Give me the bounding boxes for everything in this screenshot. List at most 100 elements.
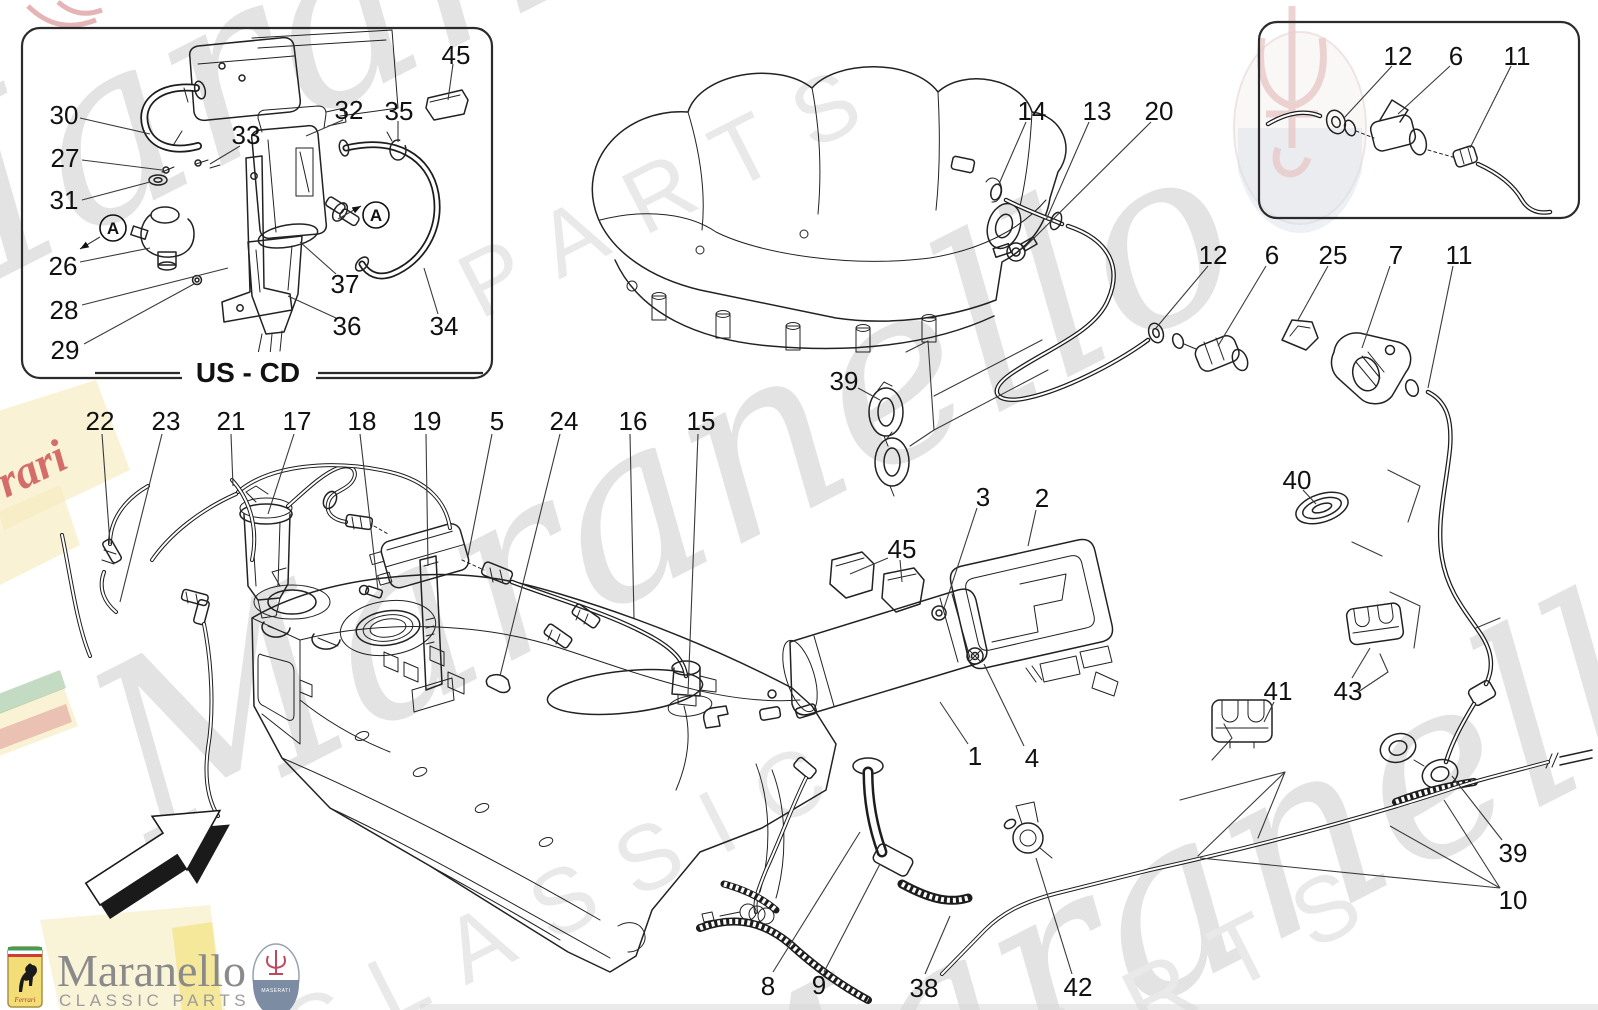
pipe-clips — [1211, 602, 1405, 749]
detail-marker-label: A — [370, 206, 382, 225]
callout-leader-14 — [998, 121, 1027, 185]
callout-leader-26 — [79, 247, 151, 263]
callout-leader-31 — [81, 181, 151, 201]
callout-28: 28 — [50, 295, 79, 325]
callout-leader-37 — [299, 241, 337, 275]
maserati-logo: MASERATI — [252, 943, 300, 1010]
callout-35: 35 — [385, 96, 414, 126]
callout-40: 40 — [1283, 465, 1312, 495]
callout-17: 17 — [283, 406, 312, 436]
callout-43: 43 — [1334, 676, 1363, 706]
detail-marker-label: A — [107, 219, 119, 238]
callout-24: 24 — [550, 406, 579, 436]
maserati-watermark — [1233, 6, 1367, 234]
callout-leader-11 — [1427, 265, 1454, 389]
callout-30: 30 — [50, 100, 79, 130]
callout-14: 14 — [1018, 96, 1047, 126]
callout-leader-12 — [1155, 265, 1209, 329]
callout-7: 7 — [1389, 240, 1403, 270]
callout-leader-40 — [1302, 489, 1317, 505]
callout-leader-25 — [1297, 265, 1329, 321]
brand-name: Maranello — [57, 945, 246, 996]
detail-marker-arrow — [79, 236, 101, 250]
grommet-39-center — [868, 339, 1049, 497]
callout-leader-28 — [81, 267, 229, 306]
callout-leader-10 — [1443, 799, 1501, 889]
callout-leader-13 — [1045, 121, 1090, 221]
callout-leader-7 — [1361, 265, 1391, 349]
callout-10: 10 — [1499, 885, 1528, 915]
callout-leader-38 — [924, 915, 951, 975]
us-cd-canister-assembly — [130, 29, 469, 356]
callout-21: 21 — [217, 406, 246, 436]
canister-assembly — [702, 538, 1119, 729]
callout-26: 26 — [49, 251, 78, 281]
callout-27: 27 — [51, 143, 80, 173]
clamp-42 — [1003, 801, 1053, 859]
callout-9: 9 — [812, 970, 826, 1000]
callout-15: 15 — [687, 406, 716, 436]
direction-arrow — [84, 809, 230, 919]
ferrari-shield-watermark: rari — [0, 380, 225, 1010]
callout-23: 23 — [152, 406, 181, 436]
callout-22: 22 — [86, 406, 115, 436]
callout-4: 4 — [1025, 743, 1039, 773]
barbed-fitting — [101, 538, 122, 565]
left-breather-hoses — [60, 478, 257, 818]
callout-leader-2 — [1027, 509, 1037, 547]
callout-leader-34 — [423, 267, 439, 315]
ferrari-label: Ferrari — [14, 996, 36, 1004]
callout-leader-27 — [81, 159, 163, 171]
clip-41 — [1211, 699, 1273, 749]
inset-box — [1257, 20, 1581, 220]
detail-marker-circle — [362, 201, 390, 229]
callout-leader-21 — [230, 433, 234, 487]
screw-18 — [358, 584, 384, 599]
valve-detail-assembly — [1265, 99, 1553, 215]
bottom-edge-strip — [420, 1004, 1598, 1010]
callout-leader-6 — [1397, 65, 1451, 115]
callout-13: 13 — [1083, 96, 1112, 126]
callout-leader-42 — [1035, 857, 1073, 975]
valve-box-5 — [369, 522, 470, 589]
callout-leader-9 — [823, 863, 881, 973]
callout-34: 34 — [430, 311, 459, 341]
callout-6: 6 — [1449, 41, 1463, 71]
callout-5: 5 — [490, 406, 504, 436]
callout-29: 29 — [51, 335, 80, 365]
grommet-39-right — [1379, 732, 1459, 790]
callout-leader-20 — [1023, 121, 1152, 249]
callout-leader-15 — [687, 433, 699, 695]
callout-leader-10 — [1199, 857, 1501, 889]
callout-leader-11 — [1469, 65, 1512, 149]
callout-36: 36 — [333, 311, 362, 341]
detail-marker-arrow — [337, 205, 362, 220]
callout-leader-6 — [1217, 265, 1267, 347]
callout-33: 33 — [232, 120, 261, 150]
maserati-label: MASERATI — [261, 988, 290, 994]
callout-leader-19 — [425, 433, 429, 567]
callout-leader-18 — [359, 433, 379, 591]
vapour-hose-run — [940, 155, 1593, 976]
callout-1: 1 — [968, 741, 982, 771]
callout-leader-30 — [79, 117, 151, 135]
grommet-40 — [1295, 469, 1421, 557]
callout-18: 18 — [348, 406, 377, 436]
callout-leader-22 — [101, 433, 111, 545]
callout-3: 3 — [976, 482, 990, 512]
inset-us-cd: US - CD — [20, 26, 494, 394]
callout-42: 42 — [1064, 972, 1093, 1002]
trident-icon — [266, 950, 286, 975]
connectors-24 — [543, 603, 601, 649]
callout-leader-12 — [1343, 65, 1393, 119]
callout-16: 16 — [619, 406, 648, 436]
detail-marker-circle — [99, 214, 127, 242]
callout-12: 12 — [1199, 240, 1228, 270]
callout-leader-17 — [267, 433, 295, 515]
callout-38: 38 — [910, 973, 939, 1003]
red-script-watermark — [26, 0, 103, 28]
tee-fitting — [180, 588, 210, 626]
callout-19: 19 — [413, 406, 442, 436]
